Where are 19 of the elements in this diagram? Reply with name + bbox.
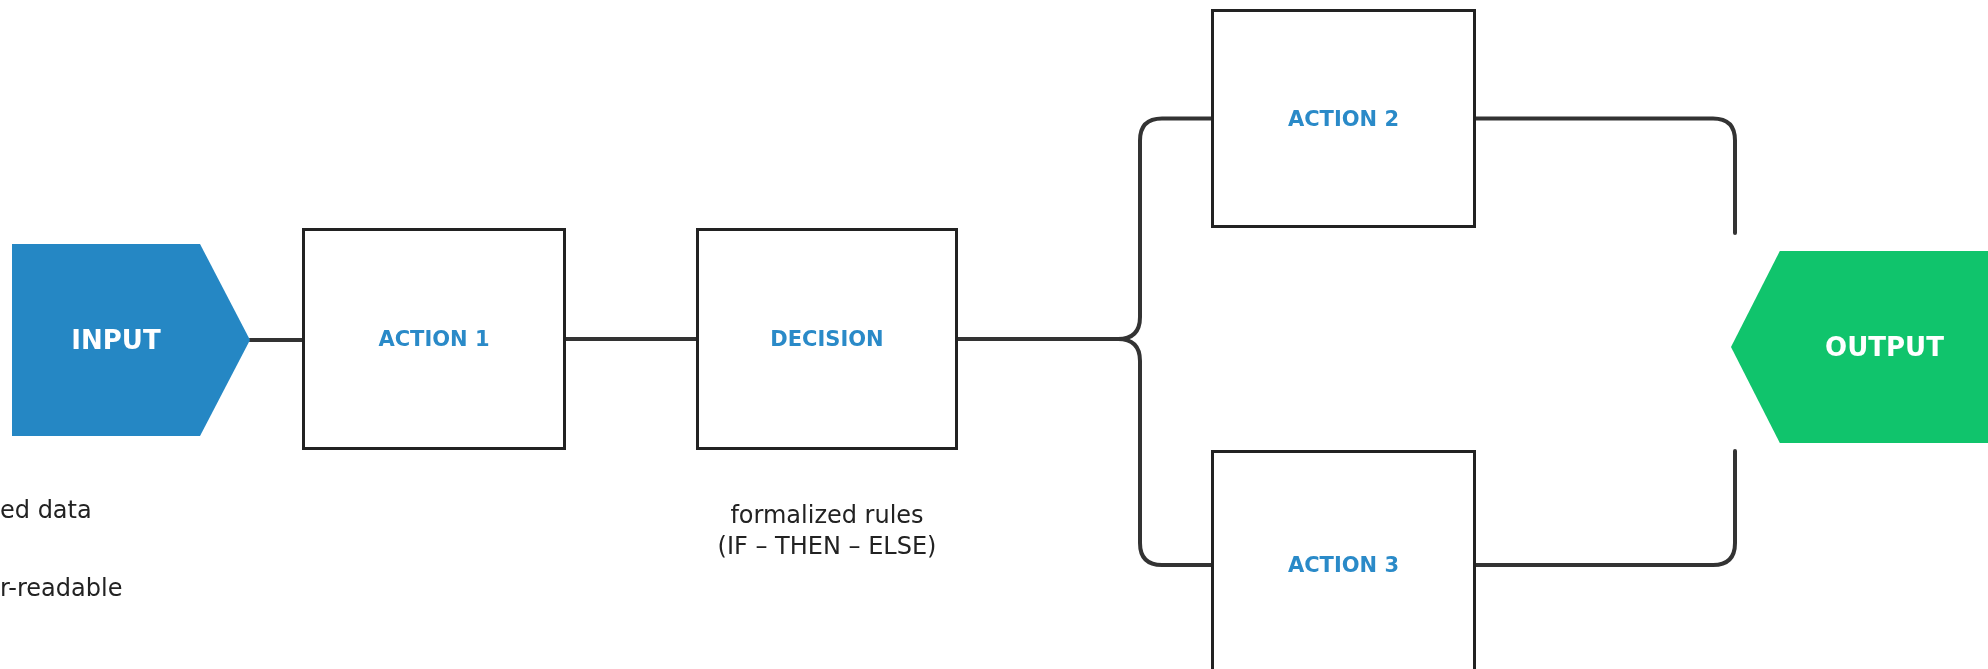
process-box [1211,450,1476,669]
output-pentagon [1731,251,1988,443]
node-caption: formalized rules (IF – THEN – ELSE) [716,500,938,563]
node-label: INPUT [71,325,161,355]
node-label: ACTION 1 [378,327,490,351]
connector-line [248,338,304,342]
process-box [1211,9,1476,228]
node-label: OUTPUT [1825,332,1944,362]
note-text: ed data [0,496,92,524]
connector-line [564,337,698,341]
process-box [696,228,958,450]
connector-line [1474,449,1737,567]
note-text: r-readable [0,574,123,602]
node-label: ACTION 3 [1287,553,1400,577]
node-label: ACTION 2 [1287,106,1400,131]
input-pentagon [12,244,250,436]
node-label: DECISION [770,327,884,351]
process-box [302,228,566,450]
connector-line [1474,116,1737,235]
